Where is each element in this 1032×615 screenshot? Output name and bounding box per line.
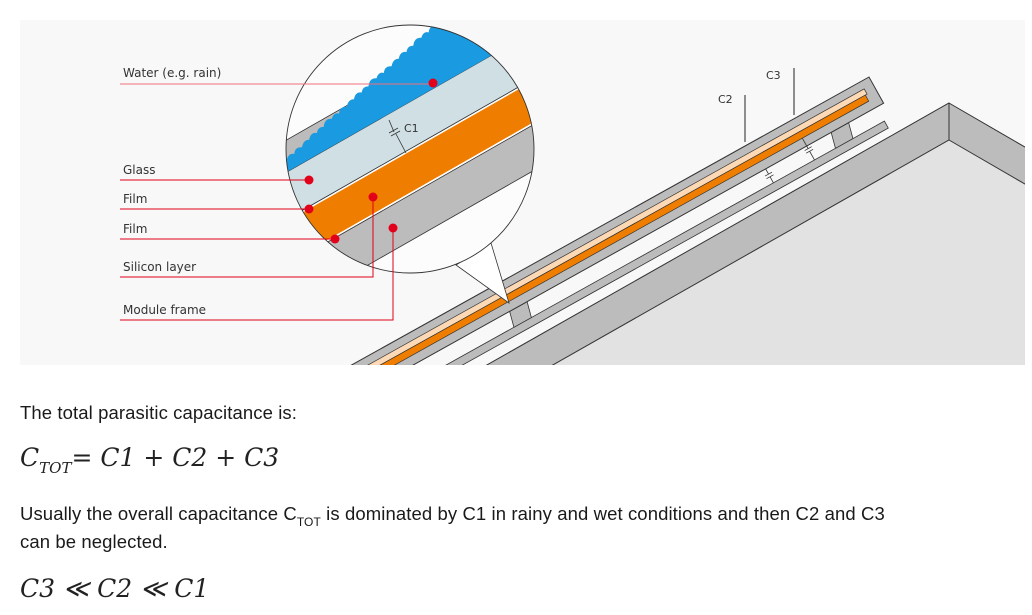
explanation-subscript: TOT — [296, 515, 321, 529]
capacitor-c2-label: C2 — [718, 93, 733, 106]
zoom-film-bottom — [286, 82, 534, 273]
label-film-2: Film — [123, 222, 147, 236]
marker-water — [428, 78, 438, 88]
capacitor-c3-symbol — [801, 137, 815, 161]
label-water: Water (e.g. rain) — [123, 66, 221, 80]
leader-frame — [120, 228, 394, 321]
marker-film-1 — [304, 204, 314, 214]
explanation-line-2: can be neglected. — [20, 531, 168, 552]
label-frame: Module frame — [123, 303, 206, 317]
explanation-part-b: is dominated by C1 in rainy and wet cond… — [320, 503, 885, 524]
marker-film-2 — [330, 234, 340, 244]
marker-frame — [388, 223, 398, 233]
label-silicon: Silicon layer — [123, 260, 196, 274]
marker-glass — [304, 175, 314, 185]
capacitor-c2-symbol — [764, 168, 774, 184]
roof-surface — [551, 139, 1025, 365]
formula-subscript: TOT — [39, 459, 72, 477]
formula-total: CTOT= C1 + C2 + C3 — [20, 443, 280, 477]
label-film-1: Film — [123, 192, 147, 206]
formula-inequality: C3 ≪ C2 ≪ C1 — [20, 574, 210, 603]
zoom-silicon — [286, 51, 534, 273]
marker-silicon — [368, 192, 378, 202]
capacitor-c1-label: C1 — [404, 122, 419, 135]
explanation-part-a: Usually the overall capacitance C — [20, 503, 297, 524]
mounting-rail — [279, 120, 889, 365]
formula-c: C — [20, 443, 40, 472]
parasitic-capacitance-diagram: C2 C3 C1 — [120, 24, 1025, 365]
intro-text: The total parasitic capacitance is: — [20, 402, 298, 423]
capacitor-c3-label: C3 — [766, 69, 781, 82]
zoom-water — [286, 25, 534, 213]
leader-silicon — [120, 197, 374, 278]
formula-rest: = C1 + C2 + C3 — [71, 443, 280, 472]
capacitor-c1-symbol — [388, 119, 407, 154]
zoom-film-top — [286, 49, 534, 250]
explanation-line-1: Usually the overall capacitance CTOT is … — [20, 500, 885, 530]
module-silicon — [263, 94, 870, 365]
label-glass: Glass — [123, 163, 156, 177]
